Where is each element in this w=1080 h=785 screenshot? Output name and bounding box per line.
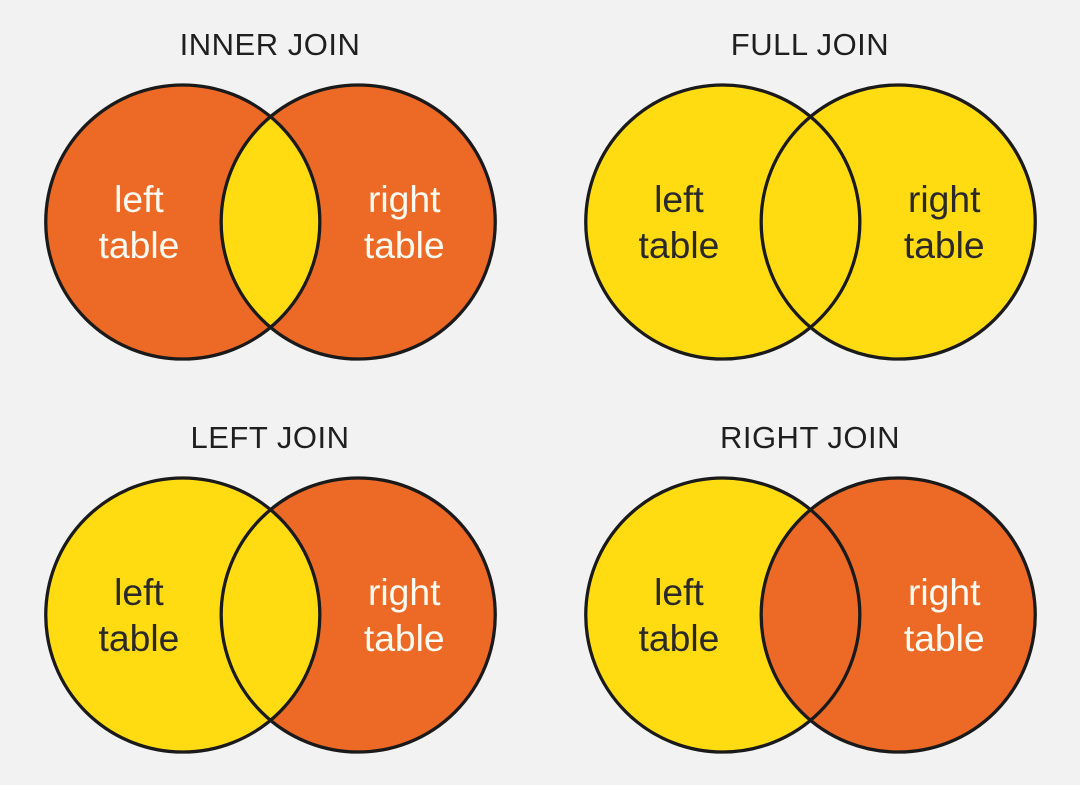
intersection-lens	[220, 509, 320, 720]
intersection-lens	[220, 116, 320, 328]
full-join-title: FULL JOIN	[730, 27, 890, 62]
left-join-title: LEFT JOIN	[190, 419, 350, 455]
left-circle-outline	[43, 83, 321, 361]
right-join-title: RIGHT JOIN	[719, 419, 901, 455]
intersection-lens	[760, 116, 860, 328]
right-circle-outline	[759, 475, 1037, 754]
inner-join-title: INNER JOIN	[179, 27, 361, 62]
left-circle-outline	[583, 475, 861, 754]
right-circle-outline	[759, 83, 1037, 361]
left-circle-outline	[43, 475, 321, 754]
right-circle-outline	[219, 83, 497, 361]
right-circle-outline	[219, 475, 497, 754]
left-circle-outline	[583, 83, 861, 361]
intersection-lens	[760, 509, 860, 720]
